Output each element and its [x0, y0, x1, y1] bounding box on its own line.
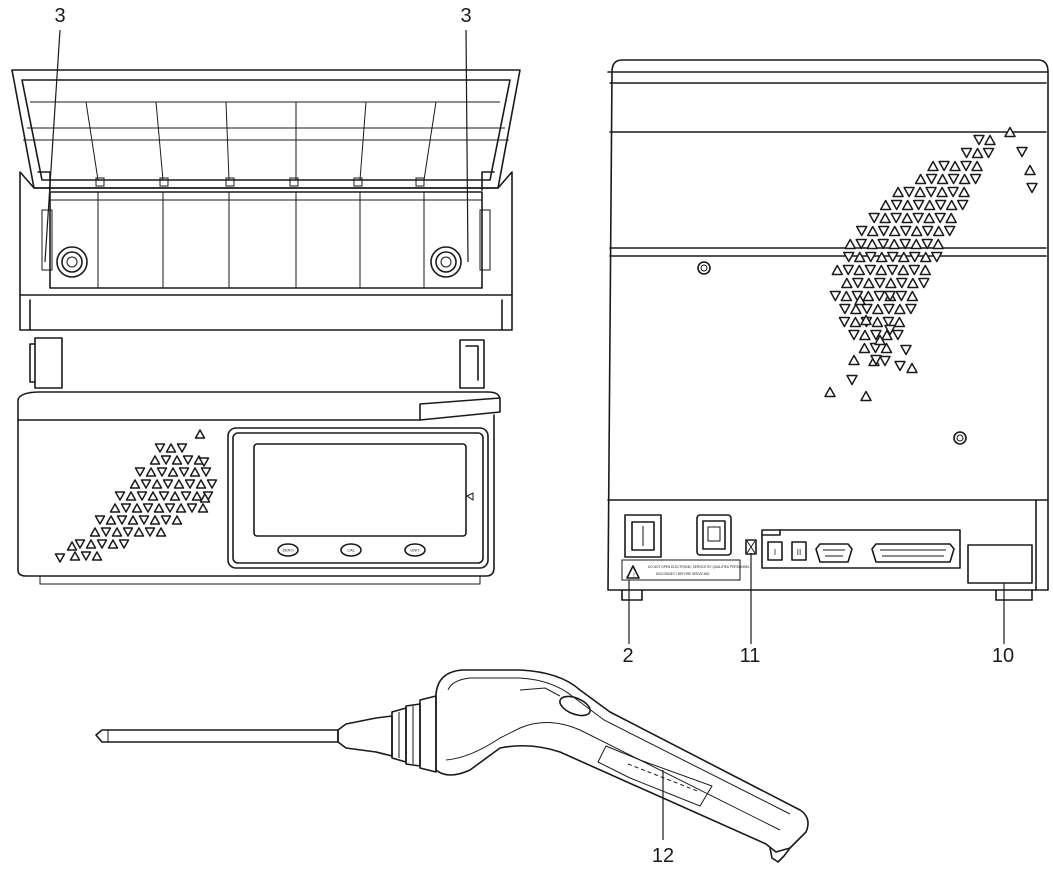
key-cal: CAL [347, 548, 356, 553]
front-view: ZERO CAL UNIT [11, 69, 521, 585]
callout-3-left: 3 [54, 5, 65, 27]
key-zero: ZERO [282, 548, 293, 553]
callout-11: 11 [740, 645, 761, 667]
callout-2: 2 [622, 645, 633, 667]
leader-3-left [44, 29, 61, 263]
callout-12: 12 [652, 845, 674, 867]
rear-view: ! DO NOT OPEN ELECTRONIC SERVICE BY QUAL… [607, 59, 1049, 601]
leader-3-right [465, 29, 469, 263]
front-vent-pattern [54, 429, 218, 563]
svg-text:II: II [797, 548, 801, 557]
callout-10: 10 [992, 645, 1014, 667]
svg-text:!: ! [633, 573, 635, 579]
rear-vent-pattern [824, 126, 1038, 402]
handheld-probe [95, 669, 809, 863]
key-unit: UNIT [410, 548, 420, 553]
warning-line-2: DISCONNECT BEFORE SERVICING [656, 572, 710, 576]
svg-text:I: I [774, 548, 776, 557]
warning-line-1: DO NOT OPEN ELECTRONIC SERVICE BY QUALIF… [648, 565, 750, 569]
callout-3-right: 3 [460, 5, 471, 27]
